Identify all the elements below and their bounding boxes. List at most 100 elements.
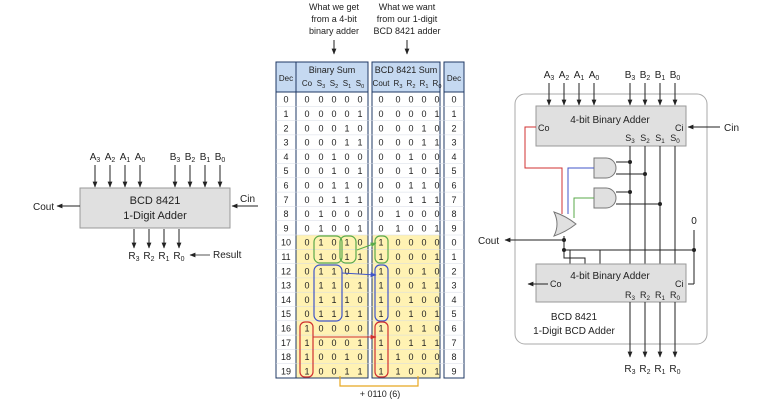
binary-bit-cell: 0: [357, 209, 362, 219]
left-input-a-label: A3: [90, 152, 101, 164]
bcd-bit-cell: 0: [434, 323, 439, 333]
left-input-a-label: A1: [120, 152, 131, 164]
binary-bit-cell: 1: [331, 309, 336, 319]
adder1-ci: Ci: [675, 123, 684, 133]
adder2-title: 4-bit Binary Adder: [570, 271, 650, 282]
left-adder-subtitle: 1-Digit Adder: [123, 210, 187, 222]
bcd-bit-cell: 0: [408, 123, 413, 133]
circuit-caption-line1: BCD 8421: [551, 312, 598, 323]
circuit-input-b-label: B1: [655, 70, 666, 82]
binary-bit-cell: 0: [318, 95, 323, 105]
binary-bit-cell: 0: [304, 281, 309, 291]
circuit-cin-label: Cin: [724, 123, 739, 134]
binary-bit-cell: 1: [357, 138, 362, 148]
binary-bit-cell: 0: [331, 338, 336, 348]
group-blue-s3s2: [313, 264, 343, 322]
dec-right-cell: 2: [451, 123, 456, 133]
binary-bit-cell: 0: [304, 209, 309, 219]
truth-table: What we get from a 4-bit binary adder Wh…: [275, 2, 465, 399]
binary-bit-cell: 0: [331, 123, 336, 133]
and1-to-or-wire: [567, 167, 594, 214]
binary-bit-cell: 0: [304, 95, 309, 105]
dec-right-cell: 4: [451, 152, 456, 162]
binary-bit-cell: 1: [331, 152, 336, 162]
bcd-bit-cell: 1: [378, 309, 383, 319]
or-to-b1-wire: [563, 250, 586, 264]
binary-bit-cell: 1: [344, 138, 349, 148]
binary-header-cell: [295, 61, 369, 93]
bcd-bit-cell: 0: [408, 266, 413, 276]
binary-bit-cell: 0: [318, 195, 323, 205]
binary-bit-cell: 0: [331, 138, 336, 148]
bcd-col-header: R0: [433, 79, 442, 90]
add-six-bracket: [339, 376, 419, 387]
adder2-block: [535, 263, 687, 303]
bcd-bit-cell: 1: [434, 366, 439, 376]
binary-bit-cell: 1: [304, 366, 309, 376]
binary-bit-cell: 0: [304, 252, 309, 262]
binary-bit-cell: 0: [318, 109, 323, 119]
dec-left-cell: 19: [281, 366, 291, 376]
binary-bit-cell: 0: [331, 223, 336, 233]
bcd-bit-cell: 0: [434, 152, 439, 162]
binary-bit-cell: 1: [318, 209, 323, 219]
bcd-col-header: R3: [394, 79, 403, 90]
dec-left-cell: 4: [283, 152, 288, 162]
binary-bit-cell: 0: [357, 323, 362, 333]
bcd-bit-cell: 0: [395, 180, 400, 190]
bcd-bit-cell: 0: [421, 109, 426, 119]
dec-left-cell: 8: [283, 209, 288, 219]
binary-bit-cell: 1: [304, 338, 309, 348]
bcd-bit-cell: 1: [421, 195, 426, 205]
bcd-bit-cell: 0: [408, 238, 413, 248]
bcd-bit-cell: 0: [395, 295, 400, 305]
bcd-bit-cell: 0: [395, 109, 400, 119]
binary-bit-cell: 1: [344, 195, 349, 205]
bcd-bit-cell: 1: [408, 309, 413, 319]
binary-bit-cell: 1: [318, 295, 323, 305]
bcd-bit-cell: 0: [421, 366, 426, 376]
binary-bit-cell: 1: [318, 266, 323, 276]
binary-bit-cell: 0: [357, 180, 362, 190]
binary-bit-cell: 1: [318, 238, 323, 248]
left-adder-block: [79, 187, 231, 229]
bcd-bit-cell: 0: [434, 266, 439, 276]
binary-bit-cell: 0: [318, 123, 323, 133]
binary-bit-cell: 0: [304, 180, 309, 190]
binary-bit-cell: 1: [357, 281, 362, 291]
dec-right-cell: 0: [451, 95, 456, 105]
binary-bit-cell: 0: [331, 352, 336, 362]
dec-left-header: Dec: [279, 74, 293, 83]
bcd-bit-cell: 1: [434, 223, 439, 233]
binary-bit-cell: 0: [357, 295, 362, 305]
dec-right-cell: 3: [451, 138, 456, 148]
bcd-bit-cell: 0: [378, 138, 383, 148]
left-output-label: R1: [158, 251, 169, 263]
bcd-bit-cell: 1: [378, 295, 383, 305]
binary-col-header: S2: [330, 79, 338, 90]
binary-bit-cell: 0: [331, 95, 336, 105]
circuit-boundary: [514, 93, 708, 345]
bcd-bit-cell: 1: [378, 338, 383, 348]
left-input-b-label: B3: [170, 152, 181, 164]
bcd-bit-cell: 0: [378, 109, 383, 119]
binary-bit-cell: 1: [331, 180, 336, 190]
binary-bit-cell: 0: [304, 166, 309, 176]
and-gate-2: [593, 187, 617, 209]
bcd-bit-cell: 0: [434, 352, 439, 362]
bcd-bit-cell: 1: [378, 266, 383, 276]
dec-left-cell: 2: [283, 123, 288, 133]
binary-bit-cell: 0: [357, 123, 362, 133]
zero-wire: [569, 230, 695, 264]
bcd-bit-cell: 1: [378, 281, 383, 291]
